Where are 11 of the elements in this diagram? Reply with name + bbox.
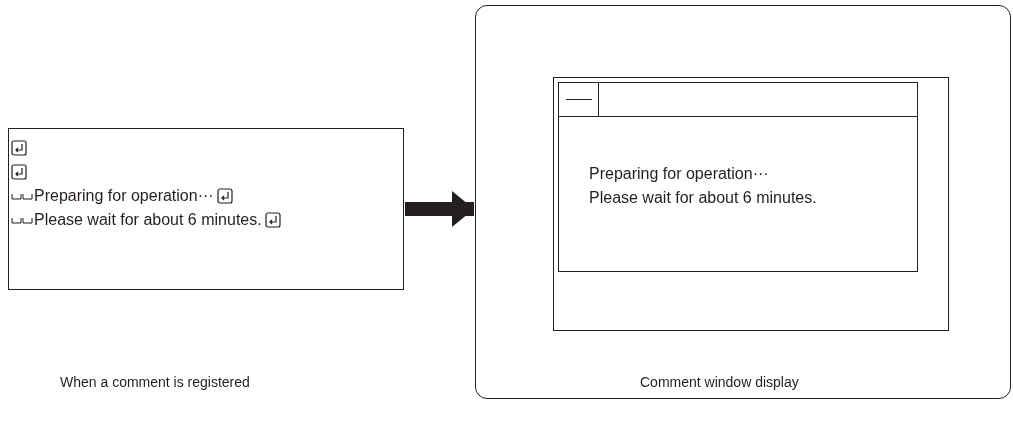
comment-text: Please wait for about 6 minutes. — [34, 211, 262, 229]
message-text: Please wait for about 6 minutes. — [589, 188, 817, 208]
caption: When a comment is registered — [60, 374, 250, 390]
comment-text: Preparing for operation··· — [34, 187, 214, 205]
arrow — [405, 191, 474, 227]
screen-frame — [475, 5, 1011, 399]
caption: Comment window display — [640, 374, 799, 390]
comment-window — [558, 82, 918, 272]
display-panel — [553, 77, 949, 331]
message-text: Preparing for operation··· — [589, 164, 769, 184]
comment-text-box — [8, 128, 404, 290]
